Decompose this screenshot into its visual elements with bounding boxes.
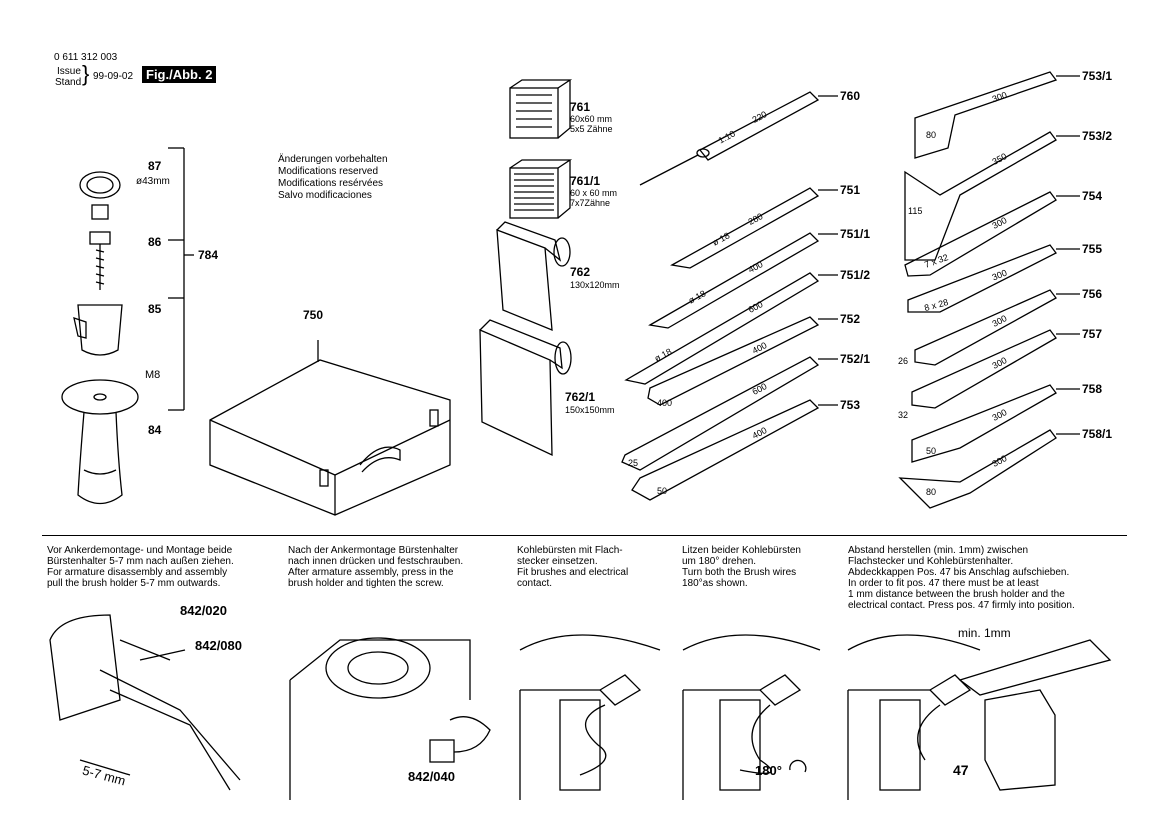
spec-761-1: 60 x 60 mm 7x7Zähne — [570, 188, 618, 208]
instruction-step1: Vor Ankerdemontage- und Montage beide Bü… — [47, 545, 234, 589]
label-751-2: 751/2 — [840, 268, 871, 282]
brace: } — [82, 61, 90, 86]
case-drawing — [209, 340, 451, 516]
handle-drawing — [61, 379, 139, 505]
width-753: 50 — [657, 486, 668, 496]
width-752: 400 — [657, 398, 673, 408]
label-752: 752 — [840, 312, 861, 326]
label-752-1: 752/1 — [840, 352, 871, 366]
label-761-1: 761/1 — [570, 174, 601, 188]
issue-date: 99-09-02 — [93, 71, 134, 82]
label-842-020: 842/020 — [180, 603, 227, 618]
instruction-step5: Abstand herstellen (min. 1mm) zwischen F… — [848, 545, 1075, 611]
spec-761: 60x60 mm 5x5 Zähne — [570, 114, 613, 134]
pad-762-drawing — [496, 221, 571, 332]
width-753-2: 115 — [908, 206, 923, 216]
panel4-drawing — [682, 634, 821, 800]
label-762: 762 — [570, 265, 591, 279]
label-753: 753 — [840, 398, 861, 412]
pad-761-drawing — [509, 79, 573, 139]
width-758-1: 50 — [926, 446, 937, 456]
label-751: 751 — [840, 183, 861, 197]
label-min-1mm: min. 1mm — [958, 626, 1011, 640]
notice-en: Modifications reserved — [278, 166, 379, 177]
instruction-step3: Kohlebürsten mit Flach- stecker einsetze… — [517, 545, 629, 589]
label-753-2: 753/2 — [1082, 129, 1113, 143]
label-85: 85 — [148, 302, 162, 316]
label-842-080: 842/080 — [195, 638, 242, 653]
panel5-drawing — [847, 634, 1112, 800]
label-84: 84 — [148, 423, 162, 437]
figure-label: Fig./Abb. 2 — [142, 66, 217, 83]
label-m8: M8 — [145, 369, 161, 381]
clamp-ring-drawing — [79, 171, 121, 220]
label-758-1: 758/1 — [1082, 427, 1113, 441]
issue-label: Issue — [57, 66, 81, 77]
label-784: 784 — [198, 248, 219, 262]
instruction-step2: Nach der Ankermontage Bürstenhalter nach… — [288, 545, 464, 589]
label-760: 760 — [840, 89, 861, 103]
label-757: 757 — [1082, 327, 1103, 341]
bolt-drawing — [89, 231, 111, 290]
width-758: 32 — [898, 410, 909, 420]
leader-lines — [818, 75, 1080, 435]
bracket-784 — [168, 147, 194, 411]
label-756: 756 — [1082, 287, 1103, 301]
section-divider — [42, 535, 1127, 536]
width-752-1: 25 — [628, 458, 639, 468]
panel1-drawing — [49, 614, 241, 791]
label-751-1: 751/1 — [840, 227, 871, 241]
label-755: 755 — [1082, 242, 1103, 256]
label-754: 754 — [1082, 189, 1103, 203]
panel3-drawing — [519, 634, 661, 800]
spec-87: ø43mm — [136, 176, 170, 187]
width-758-1b: 80 — [926, 487, 937, 497]
part-number: 0 611 312 003 — [54, 52, 118, 63]
label-753-1: 753/1 — [1082, 69, 1113, 83]
label-47: 47 — [953, 762, 969, 778]
label-87: 87 — [148, 159, 162, 173]
chisels-right — [898, 71, 1058, 509]
notice-de: Änderungen vorbehalten — [278, 154, 388, 165]
width-757: 26 — [898, 356, 909, 366]
label-842-040: 842/040 — [408, 769, 455, 784]
notice-fr: Modifications resérvées — [278, 178, 384, 189]
instruction-step4: Litzen beider Kohlebürsten um 180° drehe… — [682, 545, 801, 589]
label-86: 86 — [148, 235, 162, 249]
chisels-middle — [621, 91, 820, 501]
pad-761-1-drawing — [509, 159, 573, 219]
width-753-1: 80 — [926, 130, 937, 140]
panel2-drawing — [289, 637, 491, 800]
label-750: 750 — [303, 308, 324, 322]
sleeve-drawing — [73, 304, 123, 356]
label-180deg: 180° — [755, 763, 782, 778]
spec-762-1: 150x150mm — [565, 405, 615, 415]
label-762-1: 762/1 — [565, 390, 596, 404]
spec-762: 130x120mm — [570, 280, 620, 290]
stand-label: Stand — [55, 77, 82, 88]
notice-es: Salvo modificaciones — [278, 190, 372, 201]
label-758: 758 — [1082, 382, 1103, 396]
pad-762-1-drawing — [479, 319, 572, 457]
label-761: 761 — [570, 100, 591, 114]
